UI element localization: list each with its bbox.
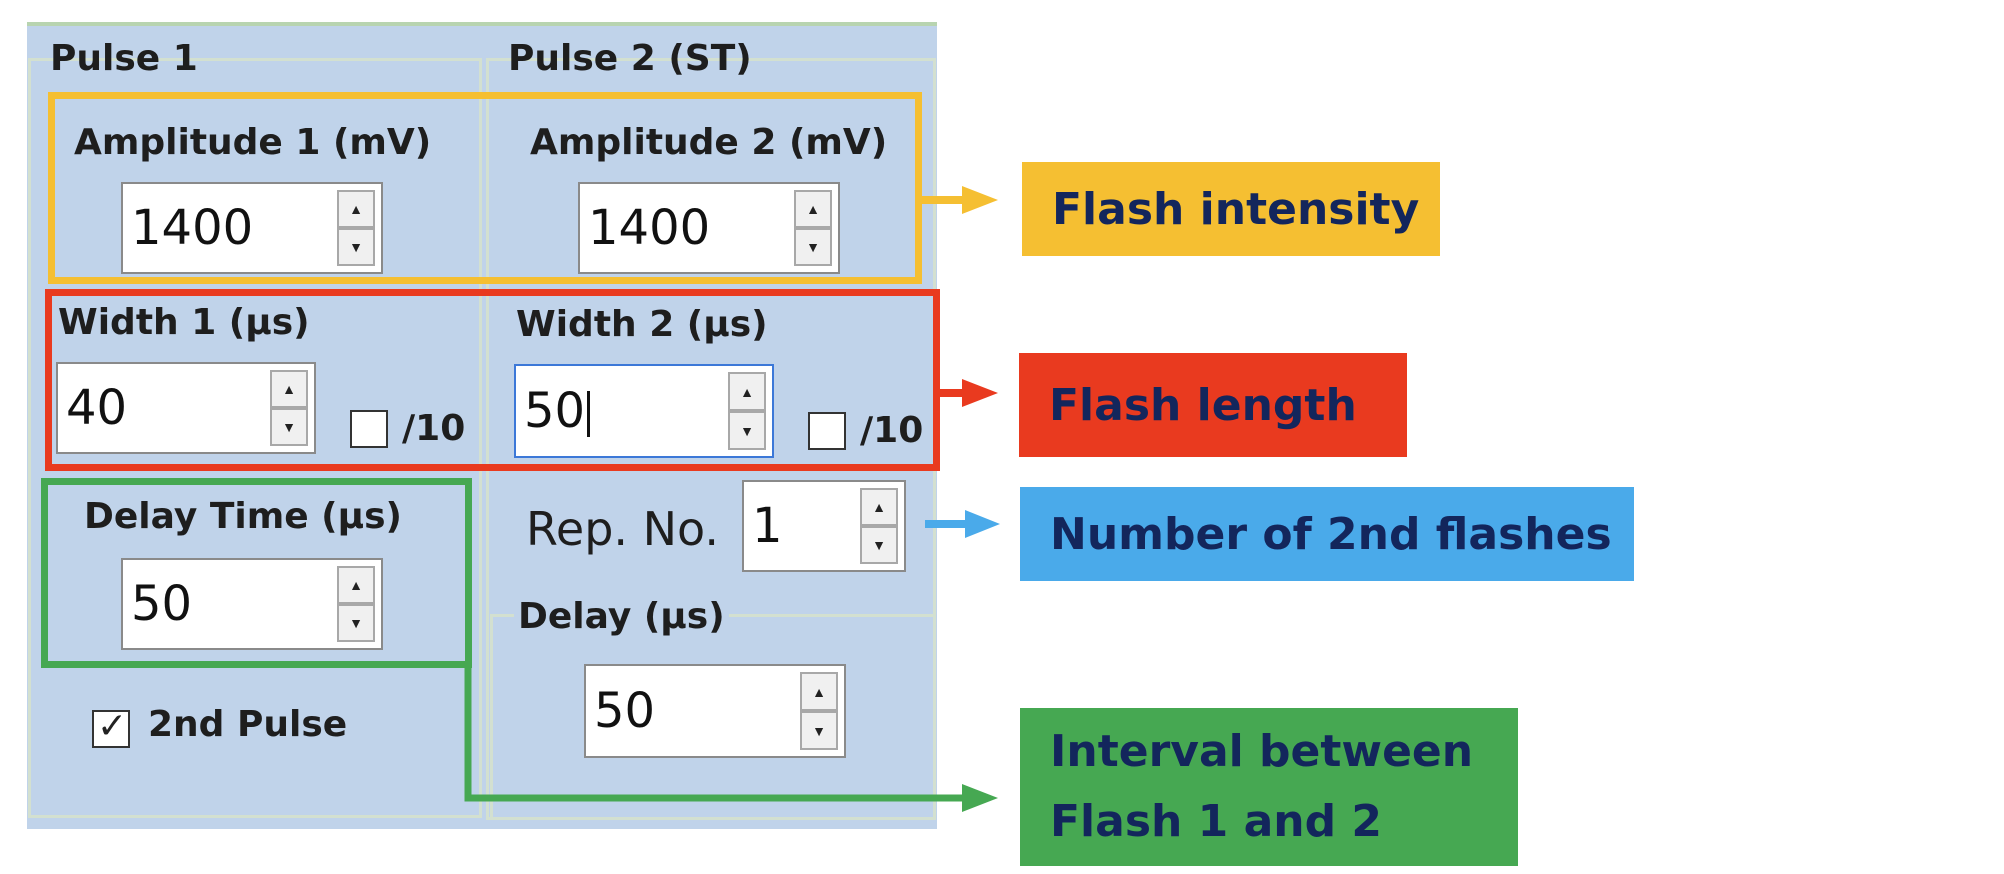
arrow-down-icon: ▼	[812, 722, 826, 739]
amplitude2-down-button[interactable]: ▼	[794, 228, 832, 266]
width2-stepper[interactable]: 50 ▲ ▼	[514, 364, 774, 458]
interval-arrow-head	[962, 784, 998, 812]
delay-down-button[interactable]: ▼	[800, 711, 838, 750]
delay-time-up-button[interactable]: ▲	[337, 566, 375, 604]
rep-no-down-button[interactable]: ▼	[860, 526, 898, 564]
width2-value-wrap[interactable]: 50	[524, 383, 591, 439]
arrow-up-icon: ▲	[812, 683, 826, 700]
length-highlight-box	[45, 289, 940, 471]
rep-no-up-button[interactable]: ▲	[860, 488, 898, 526]
width2-value[interactable]: 50	[524, 383, 586, 439]
amplitude2-value[interactable]: 1400	[588, 200, 711, 256]
flash-length-text: Flash length	[1049, 379, 1357, 431]
arrow-up-icon: ▲	[872, 499, 886, 515]
arrow-up-icon: ▲	[806, 201, 820, 217]
second-pulse-checkbox[interactable]	[92, 706, 130, 748]
count-arrow-head	[965, 510, 1000, 538]
interval-text-line2: Flash 1 and 2	[1050, 796, 1383, 847]
delay-time-label: Delay Time (µs)	[84, 496, 403, 537]
width1-value[interactable]: 40	[66, 380, 128, 436]
arrow-down-icon: ▼	[806, 239, 820, 255]
delay-value[interactable]: 50	[594, 683, 656, 739]
interval-text-line1: Interval between	[1050, 726, 1474, 777]
delay-up-button[interactable]: ▲	[800, 672, 838, 711]
rep-no-stepper[interactable]: 1 ▲ ▼	[742, 480, 906, 572]
amplitude1-down-button[interactable]: ▼	[337, 228, 375, 266]
arrow-down-icon: ▼	[282, 419, 296, 435]
text-caret	[587, 391, 591, 437]
width2-down-button[interactable]: ▼	[728, 411, 766, 450]
arrow-down-icon: ▼	[349, 239, 363, 255]
width1-div10-checkbox[interactable]	[350, 410, 388, 448]
pulse2-group-title: Pulse 2 (ST)	[508, 38, 752, 79]
amplitude2-up-button[interactable]: ▲	[794, 190, 832, 228]
arrow-up-icon: ▲	[740, 383, 754, 400]
intensity-highlight-box	[48, 92, 922, 284]
delay-label: Delay (µs)	[514, 596, 729, 637]
width2-div10-checkbox[interactable]	[808, 412, 846, 450]
length-arrow-head	[962, 379, 998, 407]
second-pulse-label: 2nd Pulse	[148, 704, 348, 745]
delay-time-stepper[interactable]: 50 ▲ ▼	[121, 558, 383, 650]
pulse1-group-frame	[28, 58, 482, 818]
second-flashes-note: Number of 2nd flashes	[1020, 487, 1634, 581]
width1-up-button[interactable]: ▲	[270, 370, 308, 408]
flash-intensity-text: Flash intensity	[1052, 183, 1420, 235]
delay-time-value[interactable]: 50	[131, 576, 193, 632]
width1-div10-label: /10	[402, 408, 466, 449]
flash-length-note: Flash length	[1019, 353, 1407, 457]
arrow-down-icon: ▼	[872, 537, 886, 553]
amplitude1-stepper[interactable]: 1400 ▲ ▼	[121, 182, 383, 274]
width2-div10-label: /10	[860, 410, 924, 451]
amplitude2-stepper[interactable]: 1400 ▲ ▼	[578, 182, 840, 274]
interval-note: Interval between Flash 1 and 2	[1020, 708, 1518, 866]
rep-no-value[interactable]: 1	[752, 498, 783, 554]
amplitude2-label: Amplitude 2 (mV)	[530, 122, 888, 163]
width2-label: Width 2 (µs)	[516, 304, 768, 345]
pulse1-group-title: Pulse 1	[50, 38, 198, 79]
width2-up-button[interactable]: ▲	[728, 372, 766, 411]
amplitude1-label: Amplitude 1 (mV)	[74, 122, 432, 163]
width1-stepper[interactable]: 40 ▲ ▼	[56, 362, 316, 454]
arrow-up-icon: ▲	[349, 577, 363, 593]
amplitude1-value[interactable]: 1400	[131, 200, 254, 256]
width1-down-button[interactable]: ▼	[270, 408, 308, 446]
rep-no-label: Rep. No.	[526, 502, 720, 556]
flash-intensity-note: Flash intensity	[1022, 162, 1440, 256]
arrow-up-icon: ▲	[349, 201, 363, 217]
amplitude1-up-button[interactable]: ▲	[337, 190, 375, 228]
arrow-up-icon: ▲	[282, 381, 296, 397]
delay-stepper[interactable]: 50 ▲ ▼	[584, 664, 846, 758]
arrow-down-icon: ▼	[740, 422, 754, 439]
width1-label: Width 1 (µs)	[58, 302, 310, 343]
second-flashes-text: Number of 2nd flashes	[1050, 508, 1612, 560]
delay-time-down-button[interactable]: ▼	[337, 604, 375, 642]
intensity-arrow-head	[962, 186, 998, 214]
interval-highlight-box	[41, 478, 472, 668]
interval-arrow-line	[464, 664, 965, 802]
arrow-down-icon: ▼	[349, 615, 363, 631]
